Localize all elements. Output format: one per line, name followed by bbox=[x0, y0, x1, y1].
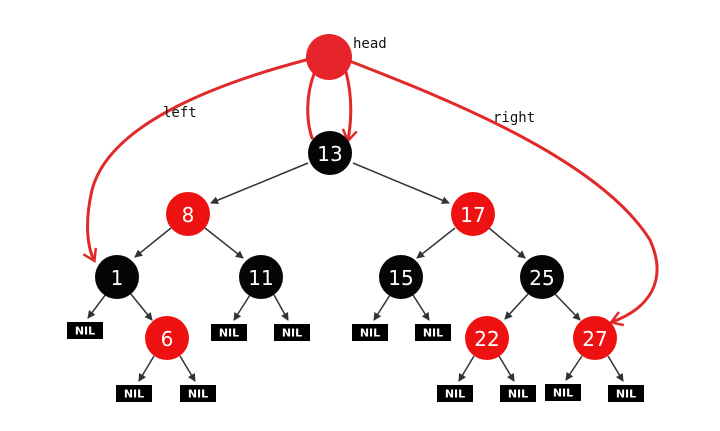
edge-17-25 bbox=[488, 227, 526, 259]
edge-25-27 bbox=[554, 293, 581, 321]
nil-label: NIL bbox=[188, 388, 208, 401]
root-parent-pointer bbox=[346, 70, 351, 140]
tree-node-11: 11 bbox=[239, 255, 283, 299]
edge-22-nil-left bbox=[458, 355, 475, 382]
nil-label: NIL bbox=[553, 387, 573, 400]
nil-leaf: NIL bbox=[180, 385, 216, 402]
nil-leaf: NIL bbox=[274, 324, 310, 341]
edge-15-nil-right bbox=[412, 294, 430, 321]
edge-25-22 bbox=[504, 293, 529, 320]
node-8-value: 8 bbox=[182, 203, 195, 227]
header-left-pointer bbox=[88, 58, 308, 260]
nil-leaf: NIL bbox=[67, 322, 103, 339]
edge-1-nil bbox=[87, 293, 107, 319]
edge-17-15 bbox=[416, 227, 456, 259]
edge-13-8 bbox=[210, 162, 309, 205]
tree-node-6: 6 bbox=[145, 316, 189, 360]
node-13-circle bbox=[308, 131, 352, 175]
tree-node-1: 1 bbox=[95, 255, 139, 299]
node-1-circle bbox=[95, 255, 139, 299]
tree-node-17: 17 bbox=[451, 192, 495, 236]
node-25-value: 25 bbox=[529, 266, 554, 290]
nil-leaf: NIL bbox=[211, 324, 247, 341]
edge-22-nil-right bbox=[498, 355, 515, 382]
right-pointer-label: right bbox=[493, 110, 535, 126]
edge-11-nil-right bbox=[273, 294, 289, 321]
nil-label: NIL bbox=[616, 388, 636, 401]
node-11-value: 11 bbox=[248, 266, 273, 290]
edge-11-nil-left bbox=[233, 294, 251, 321]
nil-label: NIL bbox=[282, 327, 302, 340]
node-1-value: 1 bbox=[111, 266, 124, 290]
node-15-circle bbox=[379, 255, 423, 299]
nil-leaves: NIL NIL NIL NIL NIL NIL NIL NIL NIL NIL … bbox=[67, 322, 644, 402]
nil-label: NIL bbox=[124, 388, 144, 401]
node-13-value: 13 bbox=[317, 142, 342, 166]
node-27-circle bbox=[573, 316, 617, 360]
edge-8-11 bbox=[204, 227, 244, 259]
node-6-circle bbox=[145, 316, 189, 360]
edge-15-nil-left bbox=[373, 294, 391, 321]
nil-leaf: NIL bbox=[116, 385, 152, 402]
node-8-circle bbox=[166, 192, 210, 236]
header-pointers bbox=[88, 58, 659, 322]
node-15-value: 15 bbox=[388, 266, 413, 290]
nil-leaf: NIL bbox=[437, 385, 473, 402]
tree-node-25: 25 bbox=[520, 255, 564, 299]
node-25-circle bbox=[520, 255, 564, 299]
header-parent-pointer bbox=[306, 72, 316, 140]
edge-6-nil-left bbox=[138, 355, 155, 382]
node-27-value: 27 bbox=[582, 327, 607, 351]
header-right-pointer bbox=[350, 60, 659, 322]
edge-27-nil-left bbox=[565, 355, 583, 381]
node-17-circle bbox=[451, 192, 495, 236]
tree-node-8: 8 bbox=[166, 192, 210, 236]
nil-leaf: NIL bbox=[500, 385, 536, 402]
header-node bbox=[306, 34, 352, 80]
node-22-circle bbox=[465, 316, 509, 360]
node-17-value: 17 bbox=[460, 203, 485, 227]
nil-label: NIL bbox=[423, 327, 443, 340]
tree-nodes: 13 8 17 1 11 15 25 6 bbox=[95, 131, 617, 360]
node-11-circle bbox=[239, 255, 283, 299]
nil-leaf: NIL bbox=[545, 384, 581, 401]
tree-node-13: 13 bbox=[308, 131, 352, 175]
node-6-value: 6 bbox=[161, 327, 174, 351]
nil-label: NIL bbox=[75, 325, 95, 338]
edge-8-1 bbox=[134, 227, 172, 258]
tree-node-27: 27 bbox=[573, 316, 617, 360]
left-pointer-label: left bbox=[163, 105, 197, 121]
edge-1-6 bbox=[129, 292, 153, 321]
nil-label: NIL bbox=[508, 388, 528, 401]
nil-label: NIL bbox=[445, 388, 465, 401]
node-22-value: 22 bbox=[474, 327, 499, 351]
nil-leaf: NIL bbox=[608, 385, 644, 402]
edge-13-17 bbox=[352, 162, 450, 204]
header-label: head bbox=[353, 36, 387, 52]
tree-node-22: 22 bbox=[465, 316, 509, 360]
tree-node-15: 15 bbox=[379, 255, 423, 299]
edge-6-nil-right bbox=[179, 355, 196, 382]
nil-label: NIL bbox=[360, 327, 380, 340]
nil-label: NIL bbox=[219, 327, 239, 340]
nil-leaf: NIL bbox=[352, 324, 388, 341]
tree-edges bbox=[87, 162, 624, 382]
edge-27-nil-right bbox=[607, 355, 624, 382]
nil-leaf: NIL bbox=[415, 324, 451, 341]
